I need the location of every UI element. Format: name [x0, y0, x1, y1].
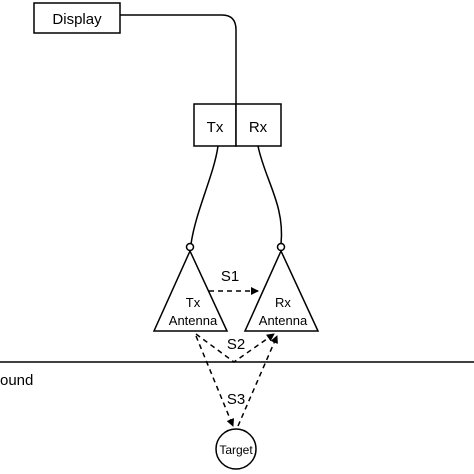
- rx-label: Rx: [249, 119, 268, 136]
- tx-antenna-label-line1: Tx: [186, 295, 201, 310]
- s3-label: S3: [227, 391, 245, 408]
- tx-label: Tx: [207, 119, 224, 136]
- display-cable: [120, 14, 237, 104]
- rx-antenna: Rx Antenna: [243, 249, 320, 332]
- rx-antenna-label-line2: Antenna: [259, 313, 308, 328]
- ground-label: ound: [0, 372, 33, 389]
- s3-path-down-arrow: [195, 335, 235, 427]
- s2-label: S2: [227, 336, 245, 353]
- display-box: Display: [33, 2, 121, 34]
- tx-antenna-label-line2: Antenna: [169, 313, 218, 328]
- rx-antenna-label-line1: Rx: [275, 295, 291, 310]
- target: Target: [215, 428, 257, 470]
- tx-box: Tx: [193, 103, 237, 147]
- s1-label: S1: [221, 268, 239, 285]
- tx-antenna-cable: [190, 145, 219, 245]
- display-label: Display: [52, 11, 102, 28]
- rx-antenna-cable: [257, 145, 283, 245]
- target-label: Target: [219, 443, 253, 457]
- tx-antenna: Tx Antenna: [152, 249, 229, 332]
- s3-path-up-arrow: [237, 335, 278, 427]
- rx-box: Rx: [235, 103, 282, 147]
